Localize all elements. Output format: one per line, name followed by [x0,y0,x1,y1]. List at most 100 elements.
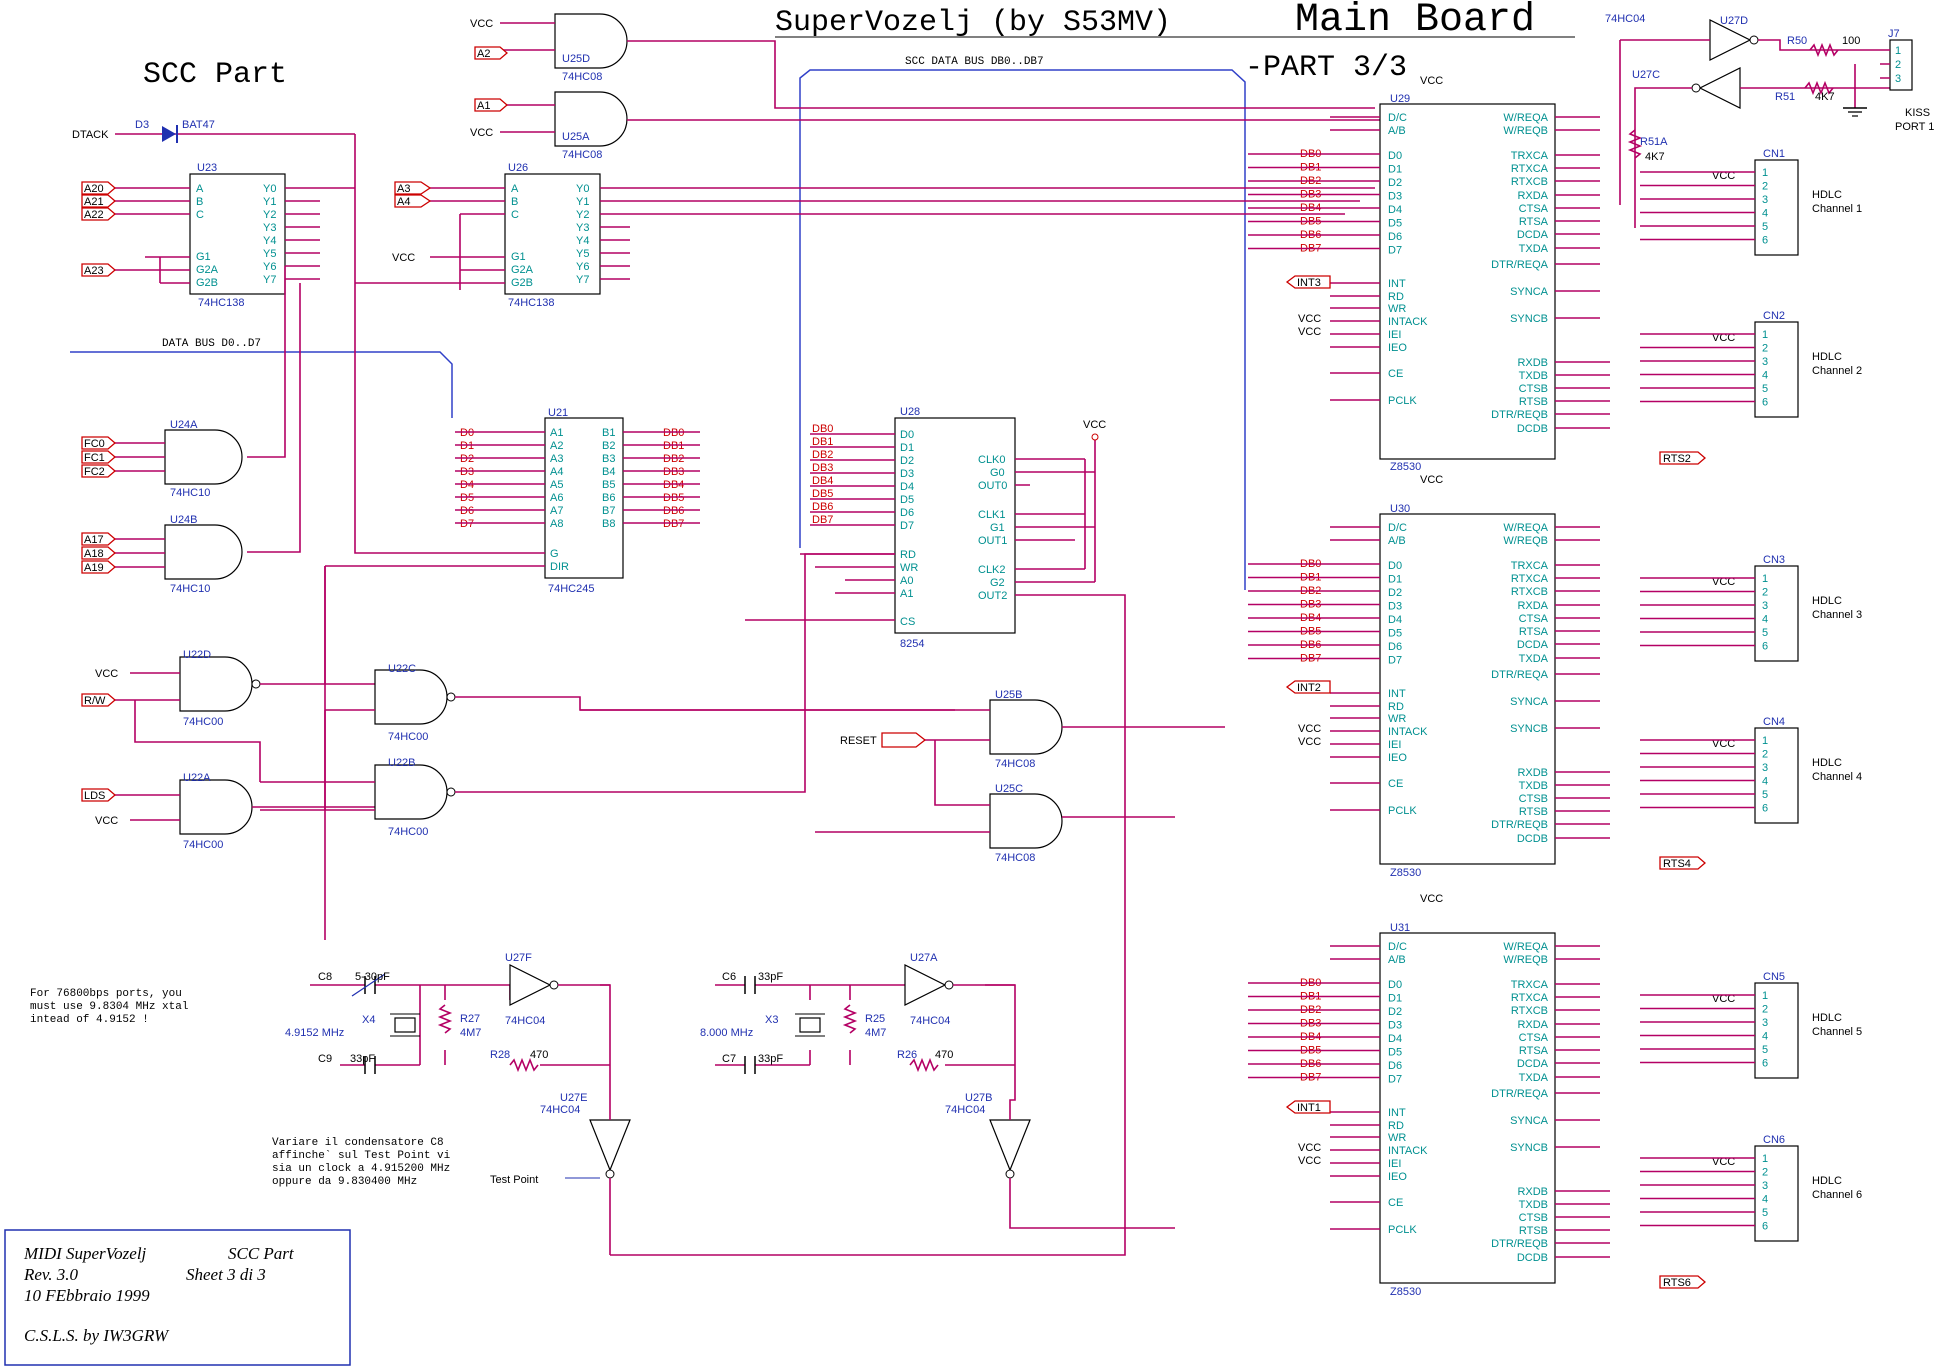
scc-pin-label: W/REQB [1503,125,1548,137]
connector-pin: 2 [1762,1004,1768,1016]
svg-text:74HC245: 74HC245 [548,583,594,595]
scc-pin-label: D4 [1388,614,1402,626]
title-main: SuperVozelj (by S53MV) [775,6,1171,40]
svg-text:G2: G2 [990,577,1005,589]
svg-text:U27C: U27C [1632,69,1660,81]
scc-pin-label: D3 [1388,191,1402,203]
svg-text:MIDI SuperVozelj: MIDI SuperVozelj [23,1244,147,1263]
svg-text:X4: X4 [362,1014,375,1026]
svg-text:4M7: 4M7 [865,1027,886,1039]
scc-pin-label: RTXCB [1511,1005,1548,1017]
scc-pin-label: W/REQA [1503,941,1548,953]
svg-text:C7: C7 [722,1053,736,1065]
svg-text:G1: G1 [511,251,526,263]
scc-pin-label: INTACK [1388,726,1428,738]
r51-resistor: R51 4K7 [1775,80,1835,103]
svg-text:sia un clock a 4.915200 MHz: sia un clock a 4.915200 MHz [272,1163,450,1175]
connector-body [1754,727,1799,824]
svg-text:B1: B1 [602,427,615,439]
connector-pin: 4 [1762,370,1768,382]
scc-pin-label: D2 [1388,1006,1402,1018]
u27d-inverter: U27D 74HC04 [1605,13,1880,205]
svg-text:INT1: INT1 [1297,1102,1321,1114]
svg-text:U27A: U27A [910,952,938,964]
scc-pin-label: IEO [1388,342,1407,354]
int2-port: INT2 [1285,680,1331,694]
svg-text:R28: R28 [490,1049,510,1061]
connector-pin: 1 [1762,167,1768,179]
connector-id: CN1 [1763,148,1785,160]
scc-pin-label: DCDB [1517,423,1548,435]
connector-pin: 2 [1762,587,1768,599]
scc-pin-label: TXDA [1519,1072,1549,1084]
xtal-note: For 76800bps ports, you must use 9.8304 … [30,988,188,1026]
u25d-and-gate: U25D 74HC08 VCC A2 [470,13,1375,109]
scc-pin-label: RXDB [1517,767,1548,779]
scc-pin-label: TXDA [1519,653,1549,665]
svg-text:B: B [196,196,203,208]
vcc-label: VCC [1298,723,1321,735]
svg-text:DB7: DB7 [663,518,684,530]
svg-text:G2B: G2B [196,277,218,289]
u31-scc: U31 Z8530 VCC [1379,893,1556,1298]
svg-text:C8: C8 [318,971,332,983]
svg-text:U25C: U25C [995,783,1023,795]
scc-pin-label: D1 [1388,164,1402,176]
svg-text:A: A [196,183,204,195]
svg-text:FC1: FC1 [84,452,105,464]
connector-body [1754,321,1799,418]
scc-pin-label: SYNCA [1510,1115,1549,1127]
u30-scc: U30 Z8530 VCC [1379,474,1556,879]
svg-text:R51: R51 [1775,91,1795,103]
scc-pin-label: INT [1388,688,1406,700]
svg-text:VCC: VCC [470,18,493,30]
svg-text:G2A: G2A [511,264,534,276]
title-block: MIDI SuperVozelj SCC Part Rev. 3.0 Sheet… [4,1229,351,1366]
scc-pin-label: PCLK [1388,395,1417,407]
svg-text:C9: C9 [318,1053,332,1065]
svg-text:U25B: U25B [995,689,1023,701]
scc-pin-label: D2 [1388,587,1402,599]
connector-pin: 5 [1762,627,1768,639]
svg-text:U26: U26 [508,162,528,174]
svg-text:D4: D4 [900,481,914,493]
svg-text:Variare il condensatore C8: Variare il condensatore C8 [272,1137,444,1149]
scc-pin-label: CTSB [1519,383,1548,395]
u24a-nand-gate: U24A 74HC10 FC0 FC1 FC2 [81,266,286,499]
connector-id: CN4 [1763,716,1785,728]
svg-text:A8: A8 [550,518,563,530]
svg-text:74HC10: 74HC10 [170,487,210,499]
connector-channel: Channel 5 [1812,1026,1862,1038]
svg-text:Y1: Y1 [576,196,589,208]
scc-2-pins: D/CA/BD0DB0D1DB1D2DB2D3DB3D4DB4D5DB5D6DB… [1248,522,1610,845]
scc-pin-label: RXDB [1517,357,1548,369]
connector-pin: 5 [1762,1207,1768,1219]
svg-text:74HC00: 74HC00 [388,826,428,838]
u26-decoder: U26 74HC138 A B C G1 G2A G2B Y0 Y1 Y2 Y3… [355,162,1375,309]
connector-pin: 6 [1762,1058,1768,1070]
svg-text:A: A [511,183,519,195]
svg-text:A1: A1 [477,100,490,112]
oscillator-4915: C8 5-30pF C9 33pF X4 4.9152 MHz R27 4M7 … [285,952,631,1255]
svg-text:74HC04: 74HC04 [945,1104,985,1116]
svg-text:U25A: U25A [562,131,590,143]
svg-text:G: G [550,548,559,560]
connector-pin: 6 [1762,1221,1768,1233]
scc-pin-label: INT [1388,278,1406,290]
svg-text:RD: RD [900,549,916,561]
scc-pin-label: DTR/REQA [1491,259,1549,271]
connector-id: CN6 [1763,1134,1785,1146]
scc-pin-label: TXDB [1519,1199,1548,1211]
u25c-and-gate: U25C 74HC08 [815,740,1175,864]
scc-pin-label: INTACK [1388,316,1428,328]
svg-text:D1: D1 [900,442,914,454]
scc-pin-label: IEO [1388,752,1407,764]
svg-text:74HC04: 74HC04 [1605,13,1645,25]
scc-pin-label: DTR/REQA [1491,669,1549,681]
scc-pin-label: TRXCA [1511,150,1549,162]
u23-inputs: A20 A21 A22 A23 [81,181,116,277]
svg-text:470: 470 [530,1049,548,1061]
svg-text:4M7: 4M7 [460,1027,481,1039]
